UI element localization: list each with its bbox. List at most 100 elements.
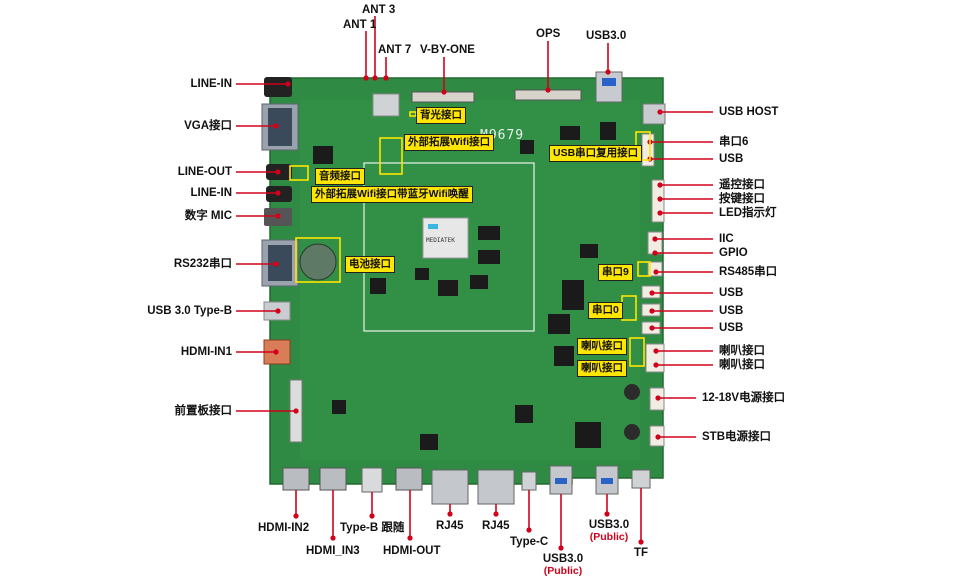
highlight-box (295, 237, 341, 283)
soc-chip (422, 217, 469, 259)
label-stb-power: STB电源接口 (702, 431, 771, 443)
leader-dot (273, 123, 279, 129)
label-type-c: Type-C (510, 536, 549, 548)
wifi-module (372, 93, 400, 117)
label-usb-3: USB (719, 305, 744, 317)
memory-chips (313, 122, 616, 450)
highlight-box (637, 261, 651, 277)
label-ops: OPS (536, 28, 561, 40)
usb30-public-2-text: USB3.0 (588, 519, 630, 531)
tag-speaker-1: 喇叭接口 (577, 338, 627, 355)
label-ant7: ANT 7 (378, 44, 412, 56)
leader-dot (493, 511, 499, 517)
label-led: LED指示灯 (719, 207, 777, 219)
leader-dot (558, 545, 564, 551)
leader-endpoints (273, 69, 663, 551)
leader-dot (526, 527, 532, 533)
label-rj45-2: RJ45 (482, 520, 510, 532)
label-line-out: LINE-OUT (177, 166, 232, 178)
label-usb-host: USB HOST (719, 106, 779, 118)
top-usb-port (595, 71, 623, 103)
label-usb30-public-1: USB3.0 (Public) (540, 552, 586, 577)
label-gpio: GPIO (719, 247, 748, 259)
top-usb-blue (602, 78, 616, 86)
leader-dot (655, 434, 661, 440)
label-front-panel: 前置板接口 (174, 405, 233, 417)
soc-shield-outline (363, 162, 535, 332)
tag-speaker-2: 喇叭接口 (577, 360, 627, 377)
highlight-box (629, 337, 645, 367)
label-usb30-top: USB3.0 (586, 30, 627, 42)
leader-dot (649, 325, 655, 331)
label-hdmi-in1: HDMI-IN1 (180, 346, 232, 358)
leader-dot (293, 408, 299, 414)
leader-dot (657, 182, 663, 188)
label-vbyone: V-BY-ONE (420, 44, 475, 56)
label-remote: 遥控接口 (719, 179, 765, 191)
leader-dot (653, 348, 659, 354)
label-ant3: ANT 3 (362, 4, 396, 16)
label-hdmi-out: HDMI-OUT (383, 545, 441, 557)
tag-uart0: 串口0 (588, 302, 623, 319)
leader-dot (653, 362, 659, 368)
tag-usb-uart-mux: USB串口复用接口 (549, 145, 643, 162)
highlight-box (289, 165, 309, 181)
leader-dot (652, 236, 658, 242)
leader-dot (275, 190, 281, 196)
label-line-in-top: LINE-IN (190, 78, 232, 90)
leader-dot (649, 308, 655, 314)
leader-dot (372, 75, 378, 81)
leader-dot (275, 308, 281, 314)
label-uart6: 串口6 (719, 136, 749, 148)
label-power-12-18v: 12-18V电源接口 (702, 392, 786, 404)
bottom-connectors (282, 465, 651, 505)
chip-brand: MEDIATEK (426, 237, 455, 244)
leader-dot (604, 511, 610, 517)
usb30-public-1-sub: (Public) (543, 565, 583, 577)
leader-dot (657, 109, 663, 115)
tag-ext-wifi: 外部拓展Wifi接口 (404, 134, 495, 151)
leader-dot (383, 75, 389, 81)
label-digital-mic: 数字 MIC (184, 210, 232, 222)
highlight-box (379, 137, 403, 175)
leader-dot (638, 539, 644, 545)
label-speaker-2: 喇叭接口 (719, 359, 765, 371)
leader-dot (649, 290, 655, 296)
label-tf: TF (634, 547, 649, 559)
label-rs485: RS485串口 (719, 266, 778, 278)
label-speaker-1: 喇叭接口 (719, 345, 765, 357)
battery-holder (299, 243, 337, 281)
label-hdmi-in2: HDMI-IN2 (258, 522, 310, 534)
label-ant1: ANT 1 (343, 19, 377, 31)
label-usb-2: USB (719, 287, 744, 299)
leader-dot (275, 169, 281, 175)
leader-dot (330, 535, 336, 541)
leader-dot (407, 535, 413, 541)
label-hdmi-in3: HDMI_IN3 (306, 545, 360, 557)
leader-dot (657, 196, 663, 202)
label-usb30-typeb: USB 3.0 Type-B (147, 305, 232, 317)
tag-ext-wifi-bt: 外部拓展Wifi接口带蓝牙Wifi唤醒 (311, 186, 473, 203)
leader-dot (363, 75, 369, 81)
leader-dot (293, 513, 299, 519)
leader-dot (545, 87, 551, 93)
usb30-public-2-sub: (Public) (589, 531, 629, 543)
leader-dot (369, 513, 375, 519)
tag-audio: 音频接口 (315, 168, 365, 185)
label-usb30-public-2: USB3.0 (Public) (586, 518, 632, 543)
label-rs232: RS232串口 (173, 258, 232, 270)
leader-dot (275, 213, 281, 219)
tag-battery: 电池接口 (345, 256, 395, 273)
usb30-public-1-text: USB3.0 (542, 553, 584, 565)
leader-dot (273, 349, 279, 355)
label-line-in-2: LINE-IN (190, 187, 232, 199)
label-rj45-1: RJ45 (436, 520, 464, 532)
tag-uart9: 串口9 (598, 264, 633, 281)
label-key: 按键接口 (719, 193, 765, 205)
label-usb-4: USB (719, 322, 744, 334)
yellow-highlight-boxes (289, 111, 651, 367)
chip-mark (428, 224, 438, 229)
leader-dot (653, 269, 659, 275)
